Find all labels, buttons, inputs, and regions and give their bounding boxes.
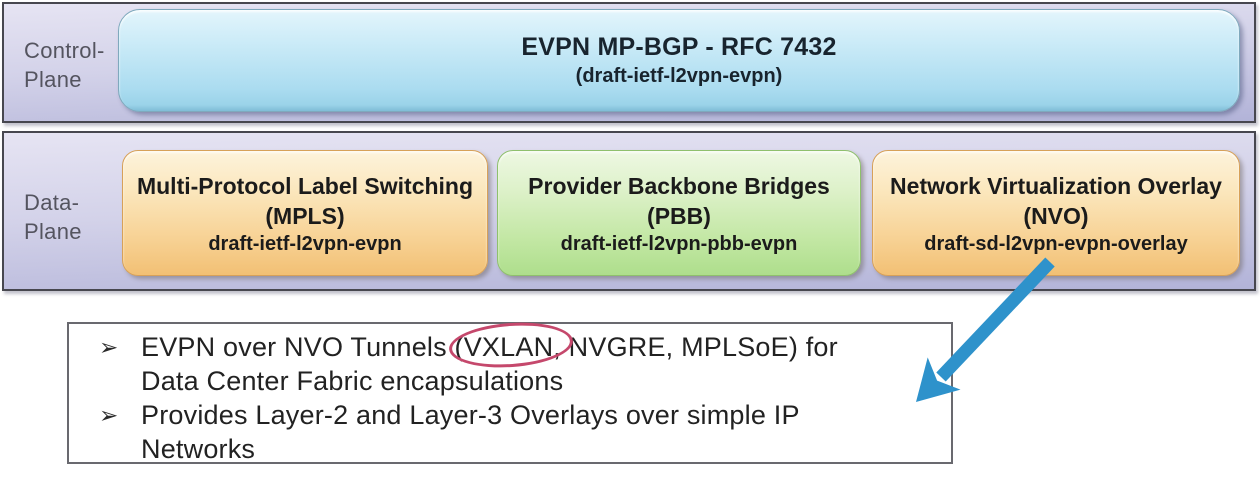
bullet1-line2: Data Center Fabric encapsulations <box>141 366 564 396</box>
pbb-box: Provider Backbone Bridges (PBB) draft-ie… <box>497 150 861 276</box>
mpls-box-title-line1: Multi-Protocol Label Switching <box>136 172 474 199</box>
nvo-box-draft: draft-sd-l2vpn-evpn-overlay <box>924 232 1188 255</box>
control-plane-label: Control- Plane <box>24 36 105 94</box>
pbb-box-title-line2: (PBB) <box>647 202 711 229</box>
mpls-box-title-line2: (MPLS) <box>265 202 345 229</box>
nvo-box-title-line2: (NVO) <box>1023 202 1089 229</box>
data-plane-label-line1: Data- <box>24 190 80 215</box>
bullet1-line1-prefix: EVPN over NVO Tunnels <box>141 332 455 362</box>
bullet-text-overlays: Provides Layer-2 and Layer-3 Overlays ov… <box>141 398 800 466</box>
pbb-box-draft: draft-ietf-l2vpn-pbb-evpn <box>560 232 798 255</box>
notes-box: ➢ EVPN over NVO Tunnels (VXLAN, NVGRE, M… <box>67 318 953 466</box>
bullet-text-evpn-nvo: EVPN over NVO Tunnels (VXLAN, NVGRE, MPL… <box>141 318 838 398</box>
data-plane-label-line2: Plane <box>24 219 82 244</box>
data-plane-label: Data- Plane <box>24 188 82 246</box>
control-plane-label-line1: Control- <box>24 38 105 63</box>
bullet-item-evpn-nvo: ➢ EVPN over NVO Tunnels (VXLAN, NVGRE, M… <box>99 318 943 398</box>
bullet1-line1-suffix: NVGRE, MPLSoE) for <box>560 332 838 362</box>
mpls-box: Multi-Protocol Label Switching (MPLS) dr… <box>122 150 488 276</box>
arrow-bullet-icon: ➢ <box>99 334 119 360</box>
bullet2-line2: Networks <box>141 434 256 464</box>
vxlan-highlight: (VXLAN, <box>447 318 575 372</box>
mpls-box-draft: draft-ietf-l2vpn-evpn <box>208 232 402 255</box>
arrow-bullet-icon: ➢ <box>99 402 119 428</box>
evpn-box-title: EVPN MP-BGP - RFC 7432 <box>521 33 837 61</box>
control-plane-label-line2: Plane <box>24 67 82 92</box>
vxlan-circled-text: (VXLAN, <box>454 332 561 362</box>
pbb-box-title-line1: Provider Backbone Bridges <box>528 172 830 199</box>
bullet-item-overlays: ➢ Provides Layer-2 and Layer-3 Overlays … <box>99 398 943 466</box>
bullet2-line1: Provides Layer-2 and Layer-3 Overlays ov… <box>141 400 800 430</box>
evpn-mpbgp-box: EVPN MP-BGP - RFC 7432 (draft-ietf-l2vpn… <box>118 9 1240 112</box>
bullet1-line1: EVPN over NVO Tunnels (VXLAN, NVGRE, MPL… <box>141 318 838 372</box>
nvo-box: Network Virtualization Overlay (NVO) dra… <box>872 150 1240 276</box>
evpn-box-subtitle: (draft-ietf-l2vpn-evpn) <box>575 65 783 87</box>
nvo-box-title-line1: Network Virtualization Overlay <box>890 172 1222 199</box>
